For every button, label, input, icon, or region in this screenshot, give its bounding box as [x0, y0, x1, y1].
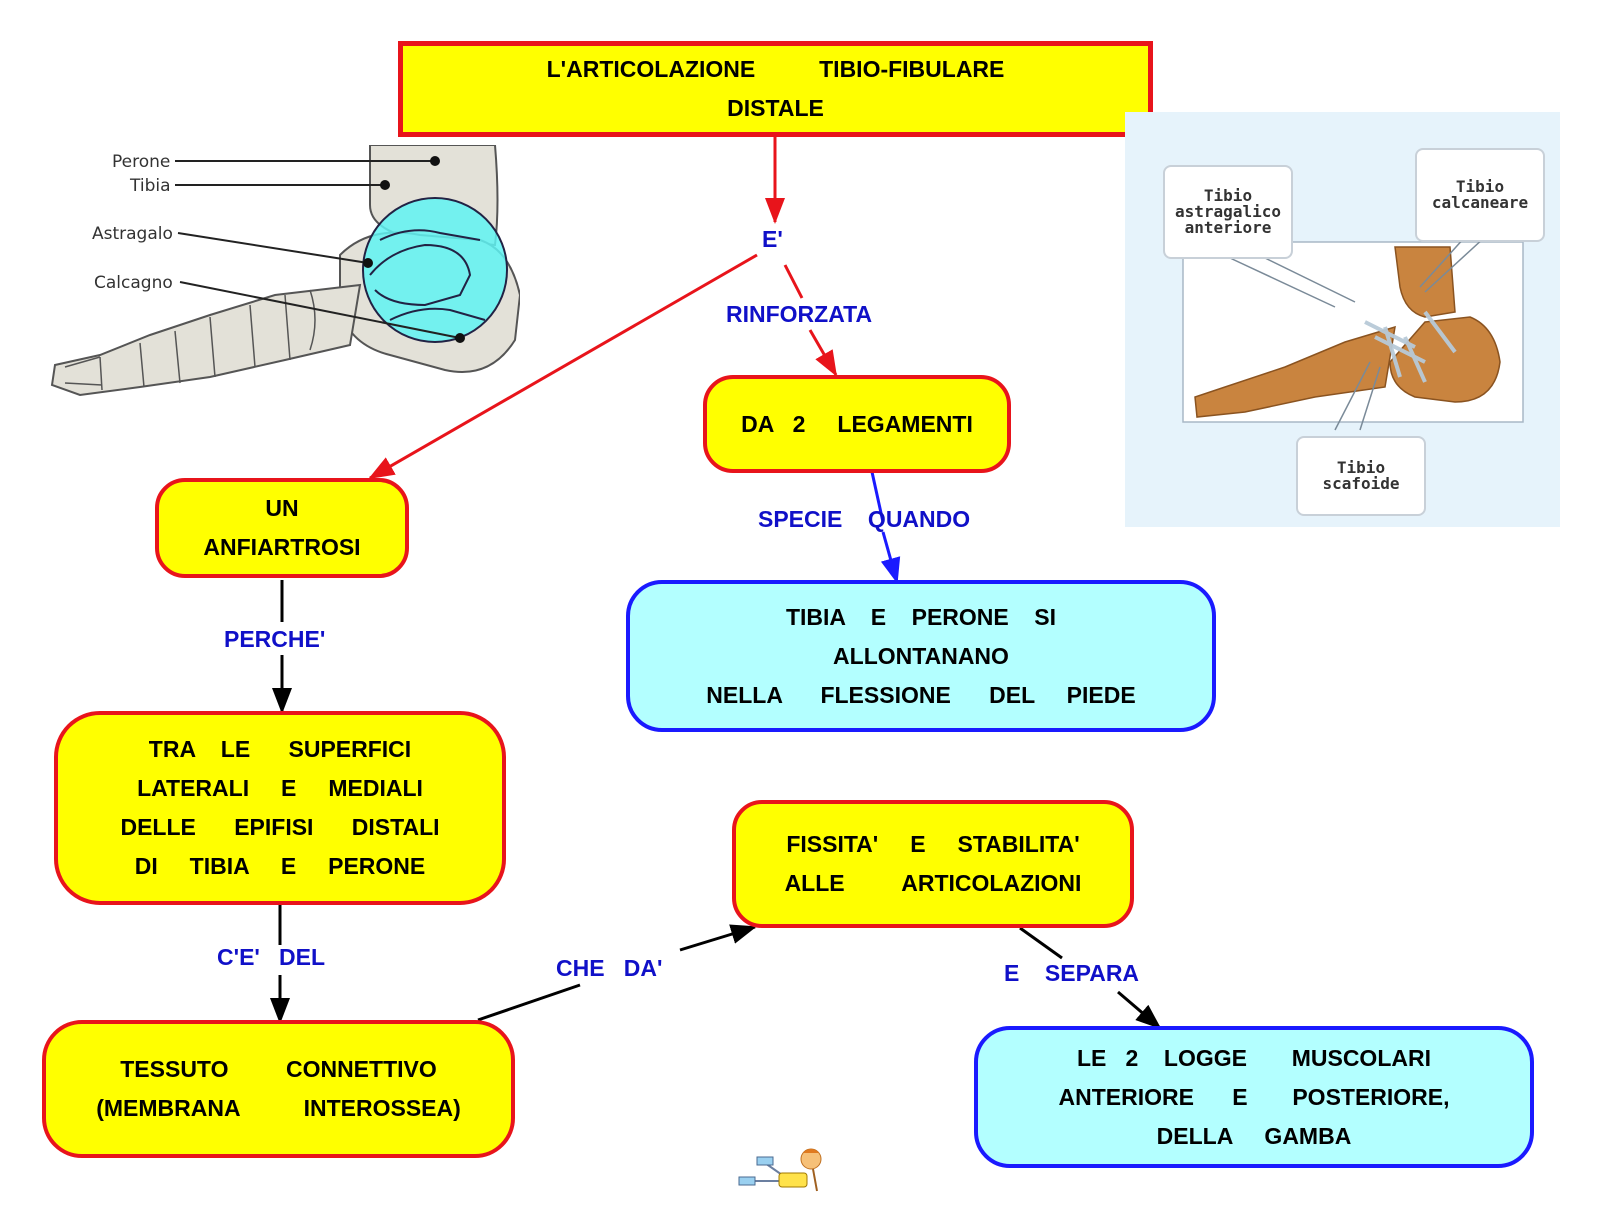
label-specie-quando: SPECIE QUANDO: [758, 506, 971, 532]
callout-line: astragalico: [1175, 202, 1281, 221]
node-line: LE 2 LOGGE MUSCOLARI: [1077, 1044, 1431, 1071]
link-e-rinforzata: [783, 264, 804, 299]
label-che-da: CHE DA': [556, 955, 663, 981]
node-line: (MEMBRANA INTEROSSEA): [96, 1095, 461, 1121]
node-logge[interactable]: LE 2 LOGGE MUSCOLARI ANTERIORE E POSTERI…: [974, 1026, 1534, 1168]
node-line: DELLE EPIFISI DISTALI: [120, 814, 440, 840]
node-allontanano[interactable]: TIBIA E PERONE SI ALLONTANANO NELLA FLES…: [626, 580, 1216, 732]
callout-line: Tibio: [1203, 186, 1253, 205]
foot-skeleton-image: [50, 145, 520, 397]
link-rinforzata-legamenti: [808, 329, 838, 377]
node-line: TIBIA E PERONE SI: [785, 603, 1057, 630]
label-e-separa: E SEPARA: [1004, 960, 1140, 986]
node-line: NELLA FLESSIONE DEL PIEDE: [706, 681, 1136, 708]
title-line-2: DISTALE: [727, 95, 824, 121]
node-line: ANFIARTROSI: [203, 534, 361, 560]
link-fissita-separa: [1019, 926, 1063, 960]
label-perche: PERCHE': [224, 626, 326, 652]
ligament-illustration: [1182, 236, 1524, 431]
label-e: E': [762, 226, 783, 252]
cmap-logo-icon: [738, 1148, 822, 1192]
node-line: DI TIBIA E PERONE: [134, 853, 426, 879]
node-legamenti[interactable]: DA 2 LEGAMENTI: [703, 375, 1011, 473]
title-line-1: L'ARTICOLAZIONE TIBIO-FIBULARE: [546, 56, 1005, 82]
node-line: UN: [265, 495, 299, 521]
node-line: DELLA GAMBA: [1156, 1122, 1352, 1149]
node-tessuto[interactable]: TESSUTO CONNETTIVO (MEMBRANA INTEROSSEA): [42, 1020, 515, 1158]
node-line: ALLE ARTICOLAZIONI: [784, 870, 1082, 896]
link-separa-logge: [1117, 990, 1162, 1030]
node-line: ALLONTANANO: [833, 642, 1009, 669]
link-legamenti-specie: [870, 471, 885, 523]
node-line: LATERALI E MEDIALI: [137, 775, 423, 801]
label-astragalo: Astragalo: [92, 224, 173, 244]
node-fissita[interactable]: FISSITA' E STABILITA' ALLE ARTICOLAZIONI: [732, 800, 1134, 928]
label-ce-del: C'E' DEL: [217, 944, 326, 970]
callout-line: Tibio: [1336, 458, 1386, 477]
callout-line: anteriore: [1184, 218, 1272, 237]
callout-tibio-astragalico: Tibio astragalico anteriore: [1163, 165, 1293, 259]
node-anfiartrosi[interactable]: UN ANFIARTROSI: [155, 478, 409, 578]
title-node[interactable]: L'ARTICOLAZIONE TIBIO-FIBULARE DISTALE: [398, 41, 1153, 137]
link-tessuto-che: [477, 983, 581, 1022]
callout-line: scafoide: [1322, 474, 1400, 493]
node-superfici[interactable]: TRA LE SUPERFICI LATERALI E MEDIALI DELL…: [54, 711, 506, 905]
callout-line: Tibio: [1455, 177, 1505, 196]
callout-tibio-calcaneare: Tibio calcaneare: [1415, 148, 1545, 242]
link-specie-allontanano: [880, 531, 901, 584]
link-e-anfiartrosi: [368, 253, 758, 480]
label-tibia: Tibia: [130, 176, 171, 196]
label-perone: Perone: [112, 152, 171, 172]
callout-tibio-scafoide: Tibio scafoide: [1296, 436, 1426, 516]
node-line: DA 2 LEGAMENTI: [741, 410, 973, 437]
label-calcagno: Calcagno: [94, 273, 173, 293]
node-line: TRA LE SUPERFICI: [148, 736, 412, 762]
node-line: FISSITA' E STABILITA': [786, 831, 1080, 857]
label-rinforzata: RINFORZATA: [726, 301, 873, 327]
node-line: ANTERIORE E POSTERIORE,: [1058, 1083, 1450, 1110]
link-che-fissita: [679, 924, 757, 952]
node-line: TESSUTO CONNETTIVO: [120, 1056, 437, 1082]
callout-line: calcaneare: [1431, 193, 1529, 212]
